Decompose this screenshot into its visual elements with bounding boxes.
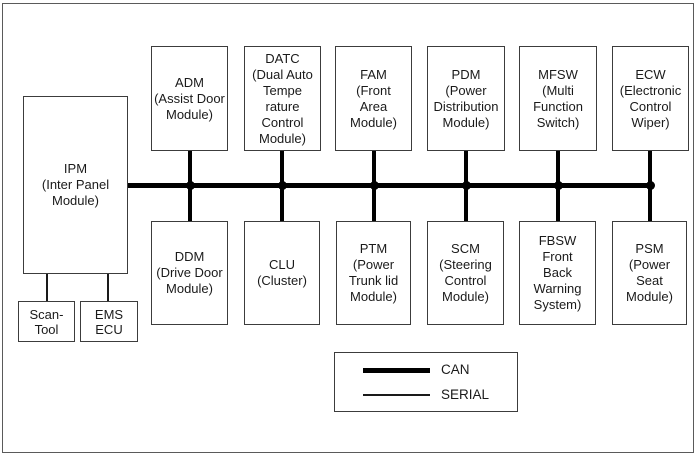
serial-line-sample bbox=[363, 394, 430, 396]
module-box-fam: FAM (Front Area Module) bbox=[335, 46, 412, 151]
bus-junction-dot bbox=[461, 181, 471, 190]
module-box-ptm: PTM (Power Trunk lid Module) bbox=[336, 221, 411, 325]
module-box-pdm: PDM (Power Distribution Module) bbox=[427, 46, 505, 151]
serial-line-scan-tool bbox=[46, 273, 48, 302]
bus-junction-dot bbox=[369, 181, 379, 190]
module-box-ems-ecu: EMS ECU bbox=[80, 301, 138, 342]
serial-line-ems-ecu bbox=[107, 273, 109, 302]
diagram-border bbox=[2, 3, 694, 453]
legend-serial-label: SERIAL bbox=[441, 387, 490, 402]
bus-junction-dot bbox=[645, 181, 655, 190]
can-line-sample bbox=[363, 368, 430, 373]
module-box-clu: CLU (Cluster) bbox=[244, 221, 320, 325]
legend-can-label: CAN bbox=[441, 362, 470, 377]
legend: CAN SERIAL bbox=[334, 352, 518, 412]
module-box-ecw: ECW (Electronic Control Wiper) bbox=[612, 46, 689, 151]
module-box-scan-tool: Scan- Tool bbox=[18, 301, 75, 342]
module-box-ipm: IPM (Inter Panel Module) bbox=[23, 96, 128, 274]
bus-junction-dot bbox=[277, 181, 287, 190]
can-bus-line bbox=[128, 183, 652, 188]
module-box-ddm: DDM (Drive Door Module) bbox=[151, 221, 228, 325]
module-box-mfsw: MFSW (Multi Function Switch) bbox=[519, 46, 597, 151]
module-box-adm: ADM (Assist Door Module) bbox=[151, 46, 228, 151]
module-box-scm: SCM (Steering Control Module) bbox=[427, 221, 504, 325]
bus-junction-dot bbox=[185, 181, 195, 190]
module-box-datc: DATC (Dual Auto Tempe rature Control Mod… bbox=[244, 46, 321, 151]
bus-junction-dot bbox=[553, 181, 563, 190]
module-box-fbsw: FBSW Front Back Warning System) bbox=[519, 221, 596, 325]
module-box-psm: PSM (Power Seat Module) bbox=[612, 221, 687, 325]
